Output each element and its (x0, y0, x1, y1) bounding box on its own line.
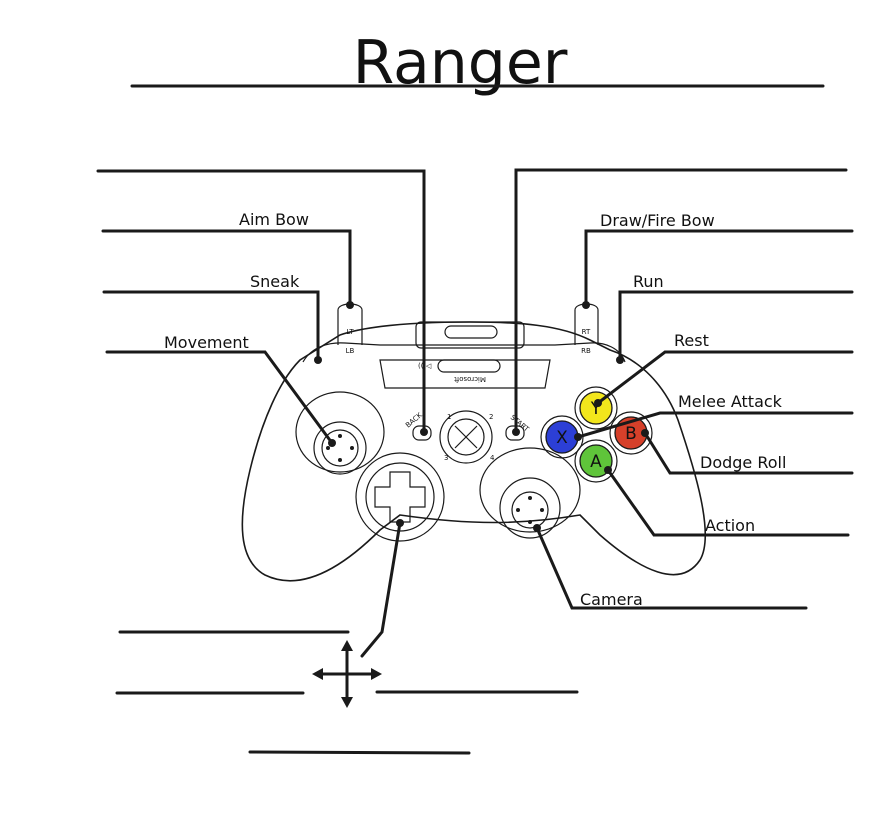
rt-label: RT (582, 328, 591, 336)
camera-label: Camera (580, 590, 643, 609)
right-stick-dot-w (516, 508, 520, 512)
melee-attack-dot (574, 433, 582, 441)
back-leader (96, 169, 426, 434)
rb-label: RB (581, 347, 591, 355)
y-button-ring (574, 386, 618, 430)
action-leader (606, 468, 850, 537)
lt-trigger (337, 303, 363, 345)
quadrant-3: 3 (444, 454, 448, 462)
left-stick-dot-s (338, 458, 342, 462)
quadrant-1: 1 (447, 413, 451, 421)
run-dot (616, 356, 624, 364)
controller-outline (241, 321, 707, 582)
left-stick-dot-n (338, 434, 342, 438)
bumper-band (302, 342, 626, 363)
xbox-logo-stroke-2 (454, 425, 478, 449)
controller: Microsoft ((|◁ LT RT LB RB (241, 303, 707, 582)
left-stick-dot-w (326, 446, 330, 450)
dpad (374, 471, 426, 523)
back-leader-dot (420, 428, 428, 436)
rest-label: Rest (674, 331, 709, 350)
start-leader-dot (512, 428, 520, 436)
sneak-dot (314, 356, 322, 364)
back-button (412, 425, 432, 441)
brand-plate (437, 359, 501, 373)
dpad-leader-dot (396, 519, 404, 527)
camera-dot (533, 524, 541, 532)
aim-bow-label: Aim Bow (239, 210, 309, 229)
dpad-well (355, 452, 445, 542)
run-leader (618, 290, 854, 362)
guide-ring (439, 410, 493, 464)
sneak-label: Sneak (250, 272, 300, 291)
draw-fire-bow-dot (582, 301, 590, 309)
dpad-leader (360, 521, 402, 658)
movement-dot (328, 439, 336, 447)
movement-leader (105, 350, 334, 445)
melee-attack-leader (576, 411, 854, 439)
draw-fire-bow-label: Draw/Fire Bow (600, 211, 715, 230)
right-stick-cap (511, 491, 549, 529)
rest-leader (596, 350, 854, 405)
action-label: Action (705, 516, 755, 535)
b-label: B (625, 424, 637, 444)
quadrant-4: 4 (490, 454, 495, 462)
left-stick-well (295, 391, 385, 473)
right-stick-dot-s (528, 520, 532, 524)
charge-port (415, 321, 525, 349)
dodge-roll-dot (641, 429, 649, 437)
left-stick-dot-e (350, 446, 354, 450)
aim-bow-leader (101, 229, 352, 307)
left-stick-cap (321, 429, 359, 467)
sneak-leader (102, 290, 320, 362)
back-label: BACK (404, 411, 424, 430)
dpad-down-blank (248, 750, 471, 755)
a-button (579, 444, 613, 478)
a-button-ring (574, 439, 618, 483)
movement-label: Movement (164, 333, 249, 352)
charge-slot (444, 325, 498, 339)
melee-attack-label: Melee Attack (678, 392, 783, 411)
a-label: A (590, 452, 602, 472)
run-label: Run (633, 272, 664, 291)
right-stick (499, 477, 561, 539)
dodge-roll-label: Dodge Roll (700, 453, 786, 472)
rest-dot (594, 399, 602, 407)
draw-fire-bow-leader (584, 229, 854, 307)
b-button-ring (609, 411, 653, 455)
right-stick-well (479, 447, 581, 533)
camera-leader (535, 526, 808, 610)
quadrant-2: 2 (489, 413, 493, 421)
lt-label: LT (346, 328, 354, 336)
dodge-roll-leader (643, 431, 854, 475)
aim-bow-dot (346, 301, 354, 309)
start-leader (514, 168, 848, 434)
action-dot (604, 466, 612, 474)
dpad-arrows-icon (312, 640, 382, 708)
start-label: START (509, 413, 531, 433)
left-stick (313, 421, 367, 475)
right-stick-dot-n (528, 496, 532, 500)
right-stick-dot-e (540, 508, 544, 512)
guide-button (447, 418, 485, 456)
brand-text: Microsoft (454, 375, 486, 383)
x-label: X (556, 428, 568, 448)
lb-label: LB (346, 347, 355, 355)
